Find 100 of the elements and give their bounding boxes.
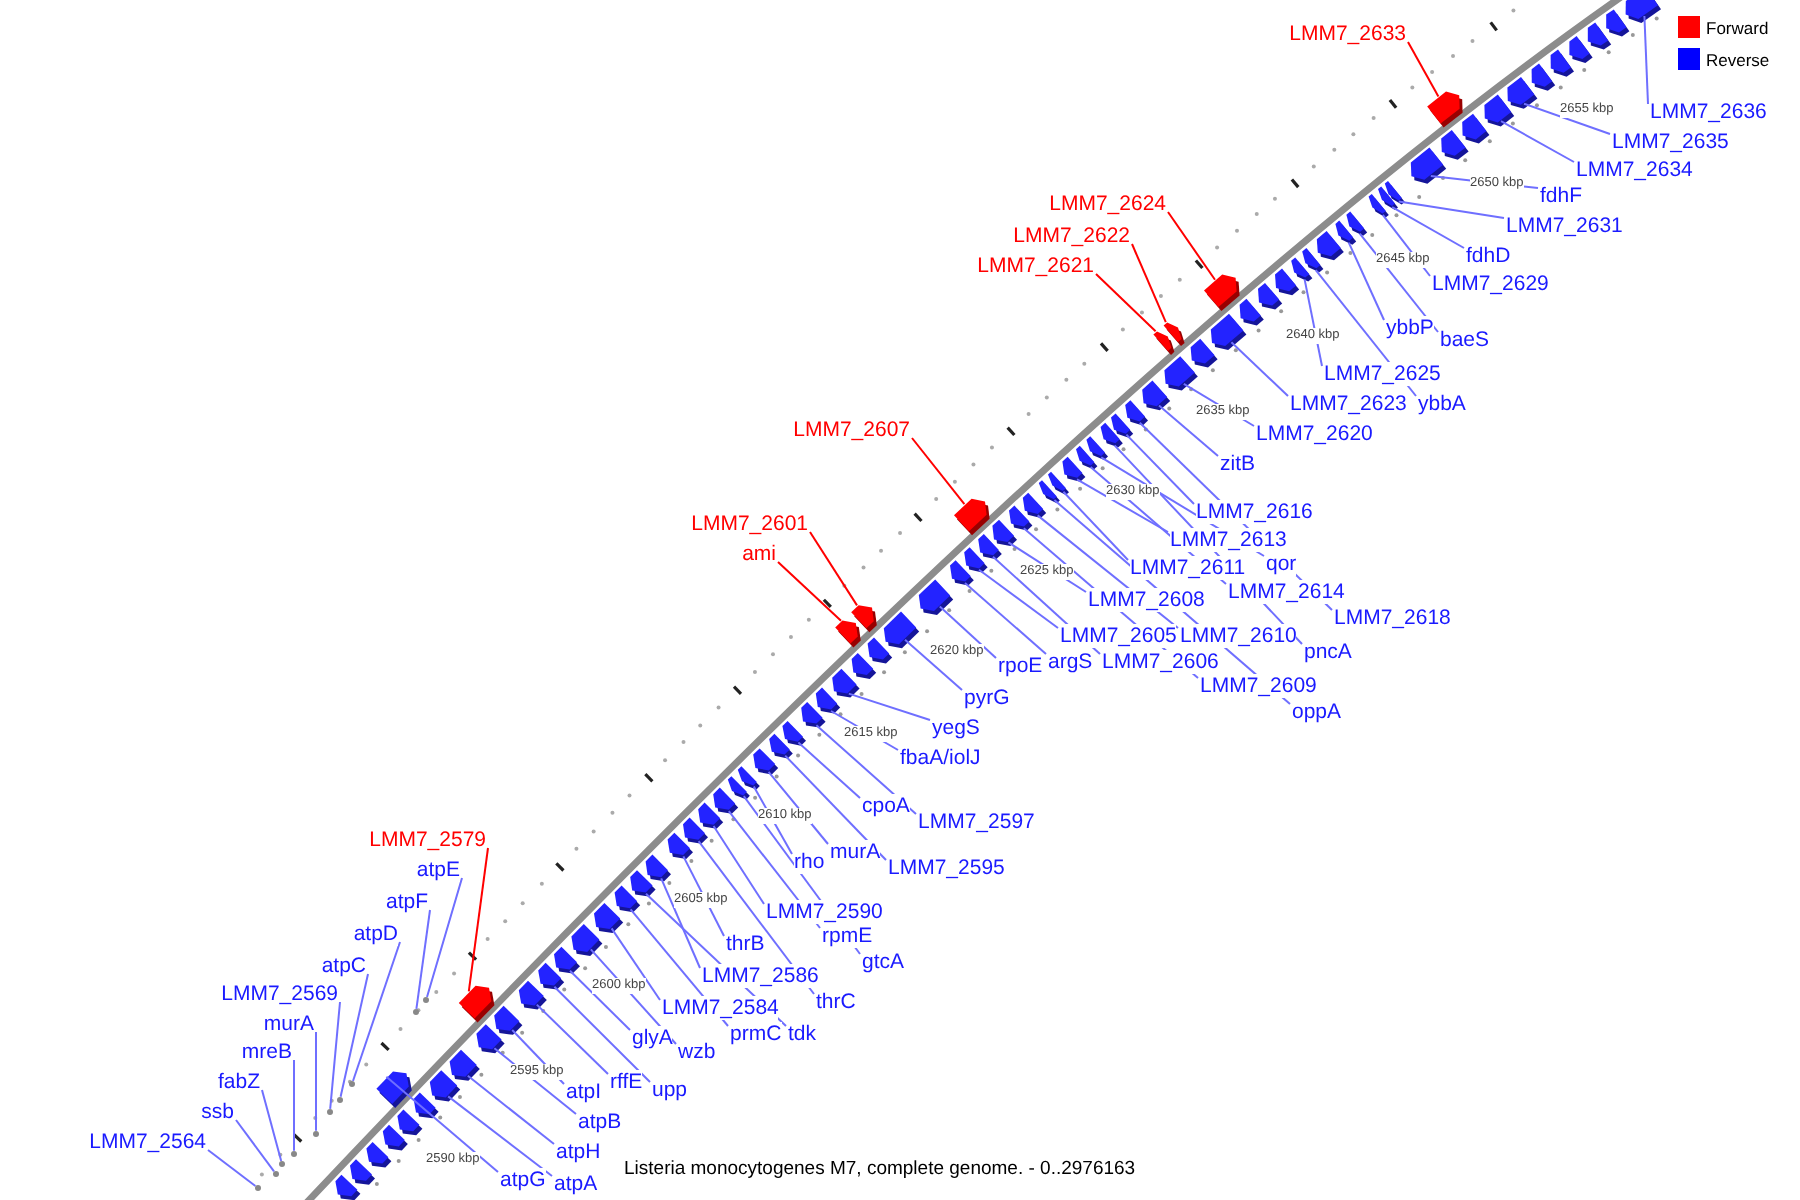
- gene-label: LMM7_2629: [1432, 272, 1549, 296]
- leader-line: [1523, 102, 1611, 135]
- gene-label: LMM7_2624: [1049, 192, 1166, 216]
- gene-block: [397, 1109, 423, 1136]
- gene-label: thrC: [816, 990, 856, 1014]
- gene-label: upp: [652, 1078, 688, 1102]
- gene-label: LMM7_2610: [1180, 624, 1297, 648]
- leader-line: [293, 1059, 295, 1152]
- gene-label: fbaA/iolJ: [900, 746, 981, 770]
- gene-label: pncA: [1304, 640, 1352, 664]
- gene-block: [1142, 380, 1171, 411]
- gene-label: fdhD: [1466, 244, 1511, 268]
- leader-line: [569, 969, 631, 1031]
- gene-label: atpB: [578, 1110, 622, 1134]
- gene-label: atpC: [321, 954, 366, 978]
- gene-block: [883, 611, 920, 649]
- leader-line: [1167, 211, 1216, 281]
- gene-label: atpI: [566, 1080, 602, 1104]
- gene-block: [449, 1049, 480, 1081]
- gene-label: LMM7_2609: [1200, 674, 1317, 698]
- gene-block: [851, 653, 877, 679]
- leader-line: [1131, 243, 1167, 324]
- leader-line: [339, 973, 369, 1098]
- gene-block: [1462, 113, 1490, 144]
- leader-line: [1076, 478, 1169, 533]
- gene-label: wzb: [678, 1040, 716, 1064]
- gene-label: thrB: [726, 932, 765, 956]
- gene-label: tdk: [788, 1022, 817, 1046]
- gene-block: [851, 605, 877, 633]
- gene-dot: [349, 1081, 355, 1087]
- leader-line: [1158, 404, 1219, 457]
- gene-label: mreB: [241, 1040, 292, 1064]
- gene-block: [1210, 313, 1247, 350]
- legend-label: Forward: [1706, 17, 1769, 37]
- leader-line: [1347, 241, 1385, 321]
- gene-label: baeS: [1440, 328, 1490, 352]
- gene-block: [1550, 49, 1574, 77]
- gene-block: [1507, 77, 1538, 109]
- gene-block: [1125, 400, 1148, 426]
- gene-label: ybbP: [1386, 316, 1434, 340]
- gene-label: atpD: [353, 922, 398, 946]
- leader-line: [1407, 41, 1440, 98]
- gene-block: [554, 946, 580, 974]
- gene-label: LMM7_2636: [1650, 100, 1767, 124]
- leader-line: [660, 877, 701, 969]
- leader-line: [911, 437, 966, 506]
- gene-label: atpE: [416, 858, 460, 882]
- gene-block: [1441, 130, 1469, 160]
- gene-label: fabZ: [217, 1070, 260, 1094]
- leader-line: [809, 531, 858, 607]
- gene-label: LMM7_2597: [918, 810, 1035, 834]
- leader-line: [352, 941, 401, 1082]
- gene-label: LMM7_2605: [1060, 624, 1177, 648]
- gene-block: [1239, 298, 1264, 326]
- gene-label: atpG: [500, 1168, 546, 1192]
- leader-line: [797, 741, 861, 799]
- gene-block: [782, 721, 806, 746]
- gene-block: [832, 668, 860, 698]
- gene-block: [737, 766, 760, 790]
- gene-block: [753, 748, 779, 775]
- leader-line: [235, 1119, 275, 1173]
- gene-block: [458, 985, 495, 1023]
- gene-dot: [255, 1185, 261, 1191]
- gene-block: [413, 1092, 439, 1119]
- gene-label: LMM7_2611: [1130, 556, 1246, 580]
- gene-label: ybbA: [1418, 392, 1466, 416]
- leader-line: [1230, 341, 1289, 397]
- gene-label: LMM7_2590: [766, 900, 883, 924]
- gene-label: LMM7_2620: [1256, 422, 1373, 446]
- leader-line: [1643, 15, 1649, 105]
- gene-label: LMM7_2569: [221, 982, 338, 1006]
- gene-label: oppA: [1292, 700, 1342, 724]
- gene-block: [366, 1142, 392, 1168]
- gene-label: ami: [742, 542, 776, 566]
- gene-block: [1153, 331, 1175, 355]
- gene-label: LMM7_2586: [702, 964, 819, 988]
- gene-label: murA: [263, 1012, 314, 1036]
- gene-block: [1427, 91, 1463, 128]
- leader-line: [784, 754, 887, 861]
- gene-label: LMM7_2634: [1576, 158, 1693, 182]
- gene-block: [571, 924, 603, 956]
- leader-line: [1062, 490, 1129, 561]
- gene-block: [954, 498, 990, 536]
- leader-line: [904, 638, 963, 691]
- leader-line: [1397, 200, 1505, 219]
- leader-line: [385, 1075, 499, 1173]
- gene-label: gtcA: [862, 950, 905, 974]
- leader-line: [964, 582, 1047, 655]
- leader-line: [777, 561, 842, 622]
- gene-label: LMM7_2606: [1102, 650, 1219, 674]
- gene-label: pyrG: [964, 686, 1010, 710]
- gene-label: prmC: [730, 1022, 782, 1046]
- gene-block: [1625, 0, 1661, 23]
- gene-block: [1164, 356, 1198, 391]
- gene-label: rffE: [610, 1070, 643, 1094]
- gene-label: LMM7_2618: [1334, 606, 1451, 630]
- leader-line: [1095, 273, 1157, 333]
- gene-block: [835, 620, 861, 648]
- gene-label: atpF: [385, 890, 428, 914]
- gene-label: murA: [830, 840, 881, 864]
